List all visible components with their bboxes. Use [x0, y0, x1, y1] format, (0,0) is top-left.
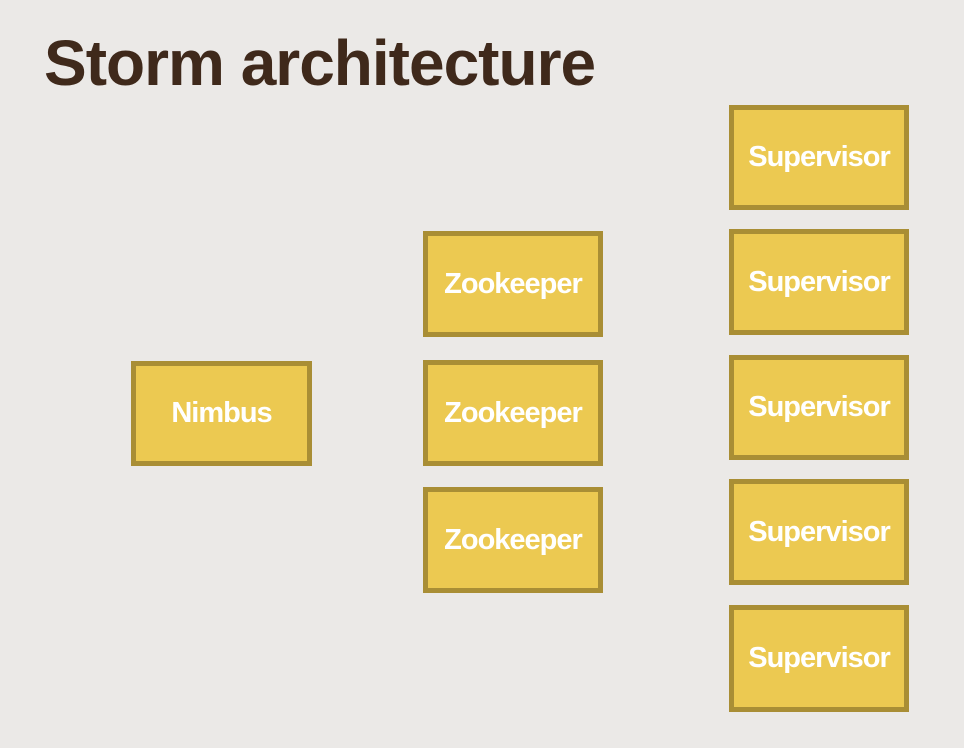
node-label: Supervisor: [748, 515, 890, 548]
diagram-node-zookeeper-2: Zookeeper: [423, 360, 603, 466]
slide-title: Storm architecture: [44, 27, 596, 99]
diagram-node-supervisor-2: Supervisor: [729, 229, 909, 335]
node-label: Supervisor: [748, 265, 890, 298]
node-label: Zookeeper: [444, 523, 583, 556]
diagram-node-nimbus: Nimbus: [131, 361, 312, 466]
diagram-node-supervisor-5: Supervisor: [729, 605, 909, 712]
node-label: Supervisor: [748, 141, 890, 173]
node-label: Supervisor: [748, 642, 890, 674]
diagram-node-supervisor-4: Supervisor: [729, 479, 909, 585]
node-label: Zookeeper: [444, 267, 583, 300]
diagram-node-supervisor-3: Supervisor: [729, 355, 909, 460]
node-label: Nimbus: [171, 397, 272, 429]
diagram-node-zookeeper-3: Zookeeper: [423, 487, 603, 593]
diagram-node-supervisor-1: Supervisor: [729, 105, 909, 210]
diagram-node-zookeeper-1: Zookeeper: [423, 231, 603, 337]
node-label: Zookeeper: [444, 396, 583, 429]
node-label: Supervisor: [748, 391, 890, 423]
